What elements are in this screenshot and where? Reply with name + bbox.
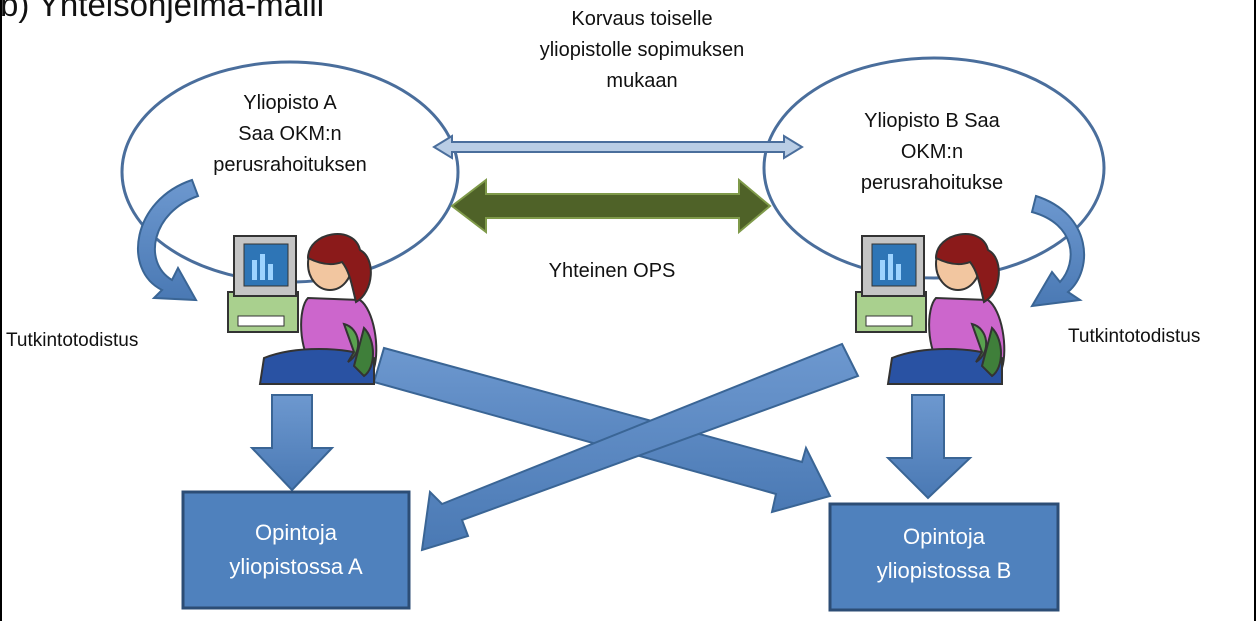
studies-a-label: Opintoja yliopistossa A xyxy=(183,516,409,584)
studies-b-label: Opintoja yliopistossa B xyxy=(830,520,1058,588)
university-b-line: Yliopisto B Saa xyxy=(864,110,1000,132)
studies-b-box xyxy=(828,502,1060,612)
studies-b-line: Opintoja xyxy=(903,524,985,549)
university-a-line: Yliopisto A xyxy=(243,92,337,114)
diagram-title: b) Yhteisohjelma-malli xyxy=(0,0,325,23)
university-b-ellipse xyxy=(762,56,1106,280)
studies-a-line: yliopistossa A xyxy=(229,554,363,579)
university-a-line: Saa OKM:n xyxy=(238,123,342,145)
studies-b-line: yliopistossa B xyxy=(876,558,1012,583)
university-a-label: Yliopisto A Saa OKM:n perusrahoituksen xyxy=(170,88,410,181)
cross-arrow-to-a xyxy=(420,342,860,552)
shared-curriculum-arrow xyxy=(450,177,772,235)
studies-a-box xyxy=(181,490,411,610)
studies-a-line: Opintoja xyxy=(255,520,337,545)
compensation-note: Korvaus toiselle yliopistolle sopimuksen… xyxy=(502,4,782,97)
compensation-note-line: yliopistolle sopimuksen xyxy=(539,39,745,61)
student-computer-clipart-a xyxy=(227,233,378,385)
cross-arrow-to-b xyxy=(372,346,832,514)
student-computer-clipart-b xyxy=(855,233,1006,385)
university-b-line: OKM:n xyxy=(900,141,964,163)
down-arrow-left xyxy=(249,394,335,492)
degree-certificate-left: Tutkintotodistus xyxy=(6,330,139,351)
compensation-note-line: Korvaus toiselle xyxy=(571,8,713,30)
compensation-note-line: mukaan xyxy=(606,70,678,92)
curved-arrow-left xyxy=(137,178,200,302)
degree-certificate-right: Tutkintotodistus xyxy=(1068,326,1201,347)
university-a-line: perusrahoituksen xyxy=(213,154,367,176)
curved-arrow-right xyxy=(1030,194,1086,308)
compensation-arrow xyxy=(432,134,804,160)
university-b-line: perusrahoitukse xyxy=(860,172,1004,194)
university-b-label: Yliopisto B Saa OKM:n perusrahoitukse xyxy=(802,106,1062,199)
down-arrow-right xyxy=(885,394,973,500)
shared-curriculum-label: Yhteinen OPS xyxy=(548,260,676,282)
